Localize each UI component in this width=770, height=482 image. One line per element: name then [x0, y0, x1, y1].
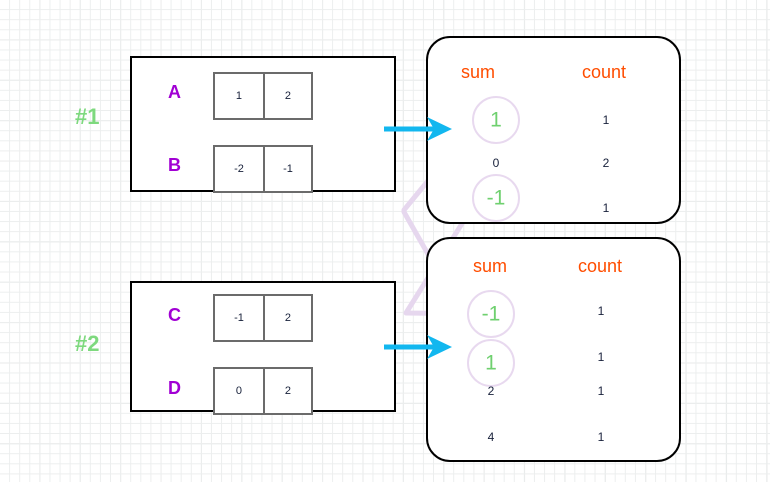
- table2-count-1: 1: [597, 350, 605, 364]
- group-label-1: #1: [75, 104, 100, 129]
- highlight-circle-table2-row2: [467, 339, 515, 387]
- table2-count-2: 1: [597, 384, 605, 398]
- row-name-a: A: [168, 82, 181, 102]
- source-box-group-2: C -1 2 D 0 2: [130, 281, 396, 415]
- table2-count-0: 1: [597, 304, 605, 318]
- table1-sum-2: -1: [486, 186, 506, 210]
- cell-b-1: -1: [262, 147, 311, 191]
- table1-count-2: 1: [602, 201, 610, 215]
- table1-count-1: 2: [602, 156, 610, 170]
- row-cells-d: 0 2: [213, 367, 313, 415]
- table2-sum-2: 2: [487, 384, 495, 398]
- row-cells-c: -1 2: [213, 294, 313, 342]
- cell-d-1: 2: [262, 369, 311, 413]
- cell-c-1: 2: [262, 296, 311, 340]
- table2-sum-0: -1: [481, 302, 501, 326]
- source-box-group-1: A 1 2 B -2 -1: [130, 56, 396, 193]
- table2-count-3: 1: [597, 430, 605, 444]
- highlight-circle-table2-row1: [467, 290, 515, 338]
- table2-header-sum: sum: [472, 256, 508, 276]
- cell-a-0: 1: [235, 90, 243, 102]
- row-name-b: B: [168, 155, 181, 175]
- highlight-circle-table1-row3: [472, 174, 520, 222]
- table1-sum-0: 1: [490, 108, 502, 132]
- table1-header-sum: sum: [460, 62, 496, 82]
- table2-sum-3: 4: [487, 430, 495, 444]
- cell-d-0: 0: [235, 385, 243, 397]
- cell-a-1: 2: [262, 74, 311, 118]
- cell-b-0: -2: [234, 163, 244, 175]
- table1-header-count: count: [581, 62, 627, 82]
- row-cells-b: -2 -1: [213, 145, 313, 193]
- row-name-c: C: [168, 305, 181, 325]
- highlight-circle-table1-row1: [472, 96, 520, 144]
- group-label-2: #2: [75, 331, 100, 356]
- row-name-d: D: [168, 378, 181, 398]
- table1-sum-1: 0: [492, 156, 500, 170]
- row-cells-a: 1 2: [213, 72, 313, 120]
- table2-sum-1: 1: [485, 351, 497, 375]
- cell-c-0: -1: [234, 312, 244, 324]
- table2-header-count: count: [577, 256, 623, 276]
- table1-count-0: 1: [602, 113, 610, 127]
- result-table-1: [426, 36, 681, 224]
